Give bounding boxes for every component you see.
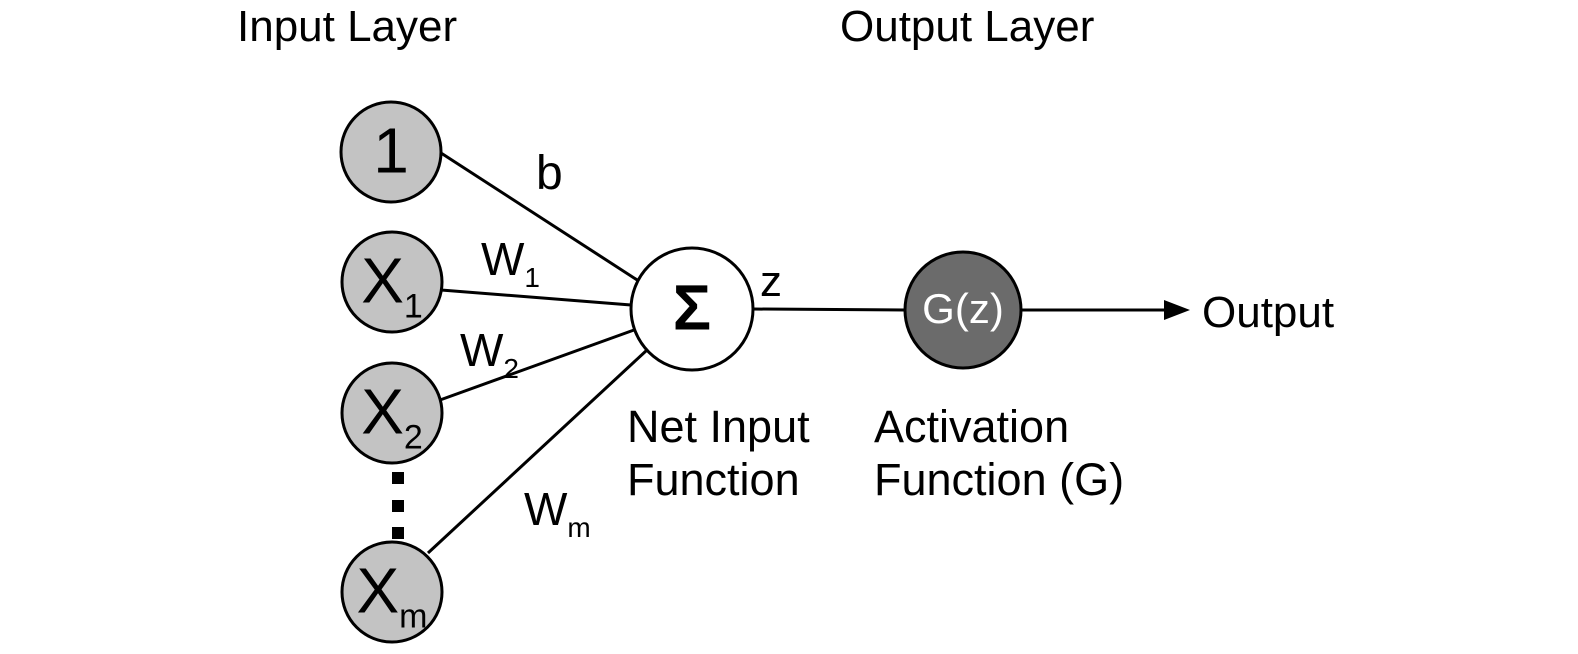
- bias-node-label: 1: [373, 114, 409, 187]
- xm-node-label: Xm: [356, 559, 427, 634]
- w1-subscript: 1: [524, 262, 540, 293]
- net-input-function-caption: Net Input Function: [627, 400, 810, 506]
- weight-w2-label: W2: [460, 324, 519, 383]
- x1-node-label: X1: [361, 249, 423, 324]
- x2-node-label: X2: [361, 380, 423, 455]
- x2-subscript: 2: [403, 418, 423, 457]
- w2-subscript: 2: [503, 353, 519, 384]
- activation-caption-line1: Activation: [874, 401, 1070, 452]
- activation-caption-line2: Function (G): [874, 454, 1125, 505]
- w2-base: W: [460, 324, 504, 376]
- net-input-caption-line1: Net Input: [627, 401, 810, 452]
- bias-node: [339, 100, 443, 204]
- edge-x1-to-sum: [440, 288, 632, 307]
- output-label: Output: [1202, 288, 1335, 337]
- x2-node: [340, 361, 444, 465]
- activation-node-label: G(z): [922, 285, 1004, 333]
- x1-base: X: [361, 244, 404, 317]
- edge-xm-to-sum: [426, 348, 649, 555]
- x1-subscript: 1: [403, 287, 423, 326]
- xm-base: X: [356, 554, 400, 627]
- xm-node: [340, 540, 444, 644]
- output-layer-title: Output Layer: [840, 2, 1095, 51]
- w1-base: W: [481, 233, 525, 285]
- net-input-caption-line2: Function: [627, 454, 800, 505]
- weight-wm-label: Wm: [524, 483, 591, 542]
- wm-base: W: [524, 483, 568, 535]
- edge-bias-to-sum: [440, 151, 649, 289]
- sum-node-symbol: Σ: [672, 271, 712, 344]
- z-signal-label: z: [760, 257, 782, 306]
- weight-w1-label: W1: [481, 233, 540, 292]
- input-layer-title: Input Layer: [237, 2, 458, 51]
- wm-subscript: m: [567, 512, 591, 543]
- activation-function-caption: Activation Function (G): [874, 400, 1124, 506]
- xm-subscript: m: [399, 597, 428, 636]
- sum-node: [629, 246, 755, 372]
- x1-node: [340, 230, 444, 334]
- arrowhead-icon: [1164, 300, 1190, 320]
- edge-x2-to-sum: [439, 328, 635, 402]
- activation-node: [903, 250, 1023, 370]
- bias-weight-label: b: [536, 147, 563, 200]
- ellipsis-dots-icon: [392, 472, 404, 539]
- edge-sum-to-activation: [752, 307, 906, 312]
- x2-base: X: [361, 375, 404, 448]
